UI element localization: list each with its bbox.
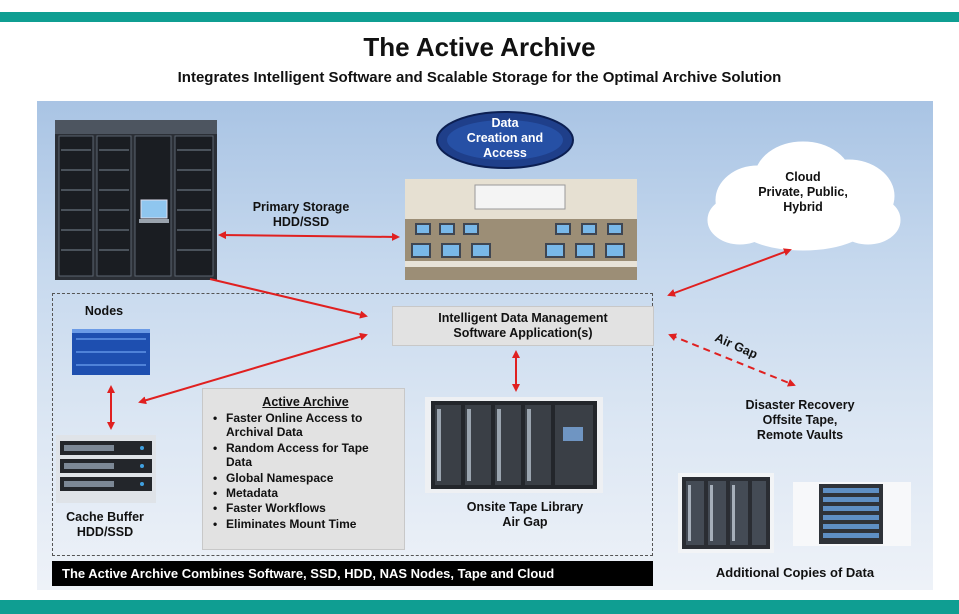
tape-library-line-1: Onsite Tape Library xyxy=(466,500,584,514)
disaster-recovery-line-1: Disaster Recovery xyxy=(745,398,855,412)
list-item: Eliminates Mount Time xyxy=(213,517,398,532)
active-archive-list: Faster Online Access to Archival Data Ra… xyxy=(213,411,398,532)
top-accent-band xyxy=(0,12,959,22)
cache-buffer-image xyxy=(56,435,156,503)
data-creation-hub: Data Creation and Access xyxy=(435,110,575,170)
primary-storage-label: Primary Storage HDD/SSD xyxy=(226,200,376,230)
offsite-tape-image xyxy=(678,473,774,553)
tape-library-label: Onsite Tape Library Air Gap xyxy=(440,500,610,530)
tape-library-line-2: Air Gap xyxy=(502,515,548,529)
cloud-line-1: Cloud xyxy=(785,170,821,184)
active-archive-list-title: Active Archive xyxy=(262,395,349,409)
server-racks-image xyxy=(55,120,217,280)
nodes-label: Nodes xyxy=(84,304,124,318)
list-item: Metadata xyxy=(213,486,398,501)
additional-copies-label: Additional Copies of Data xyxy=(715,565,875,580)
hub-line-2: Creation and xyxy=(466,131,544,145)
hub-line-1: Data xyxy=(491,116,519,130)
diagram-subtitle: Integrates Intelligent Software and Scal… xyxy=(177,69,782,86)
primary-storage-line-2: HDD/SSD xyxy=(272,215,330,229)
cache-buffer-line-1: Cache Buffer xyxy=(66,510,144,524)
bottom-accent-band xyxy=(0,600,959,614)
cloud-line-3: Hybrid xyxy=(783,200,823,214)
footer-banner: The Active Archive Combines Software, SS… xyxy=(52,561,653,586)
cache-buffer-label: Cache Buffer HDD/SSD xyxy=(50,510,160,540)
nodes-image xyxy=(66,325,154,379)
cloud-shape xyxy=(698,138,908,258)
active-archive-list-box: Active Archive Faster Online Access to A… xyxy=(202,388,405,550)
hub-line-3: Access xyxy=(483,146,527,160)
tape-library-image xyxy=(425,397,603,493)
remote-vault-image xyxy=(793,482,911,546)
cloud-line-2: Private, Public, xyxy=(758,185,848,199)
cache-buffer-line-2: HDD/SSD xyxy=(76,525,134,539)
list-item: Faster Workflows xyxy=(213,501,398,516)
disaster-recovery-label: Disaster Recovery Offsite Tape, Remote V… xyxy=(715,398,885,443)
cloud-label: Cloud Private, Public, Hybrid xyxy=(748,170,858,215)
list-item: Global Namespace xyxy=(213,471,398,486)
management-line-1: Intelligent Data Management xyxy=(438,311,608,325)
management-line-2: Software Application(s) xyxy=(453,326,593,340)
list-item: Random Access for Tape Data xyxy=(213,441,398,470)
disaster-recovery-line-3: Remote Vaults xyxy=(756,428,844,442)
diagram-title: The Active Archive xyxy=(363,32,596,62)
primary-storage-line-1: Primary Storage xyxy=(252,200,350,214)
disaster-recovery-line-2: Offsite Tape, xyxy=(762,413,838,427)
computer-lab-image xyxy=(405,179,637,280)
data-management-box: Intelligent Data Management Software App… xyxy=(392,306,654,346)
list-item: Faster Online Access to Archival Data xyxy=(213,411,398,440)
